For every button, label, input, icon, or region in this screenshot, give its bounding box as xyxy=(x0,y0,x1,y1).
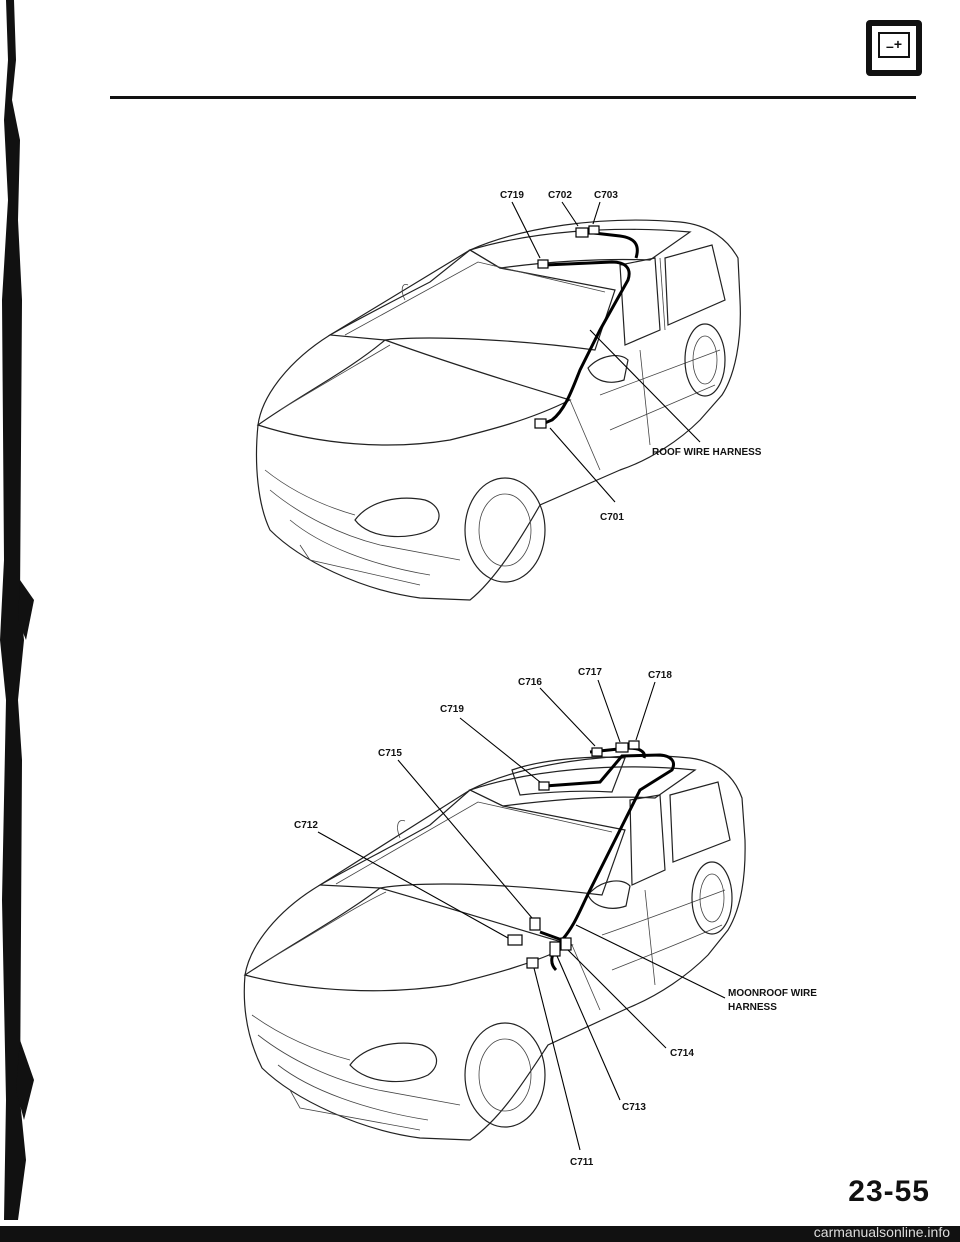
leader-c712 xyxy=(317,831,509,939)
leader-c702 xyxy=(561,201,579,227)
label-c711: C711 xyxy=(570,1157,594,1168)
leader-c718 xyxy=(635,681,656,741)
header-rule xyxy=(110,96,916,99)
label-c701: C701 xyxy=(600,512,624,523)
label-moonroof-harness-line2: HARNESS xyxy=(728,1002,777,1013)
label-c718: C718 xyxy=(648,670,672,681)
roof-wire-harness xyxy=(539,260,631,427)
connector-c703 xyxy=(588,225,600,235)
connector-c717 xyxy=(615,742,629,753)
leader-c714 xyxy=(567,949,667,1049)
connector-c712 xyxy=(507,934,523,946)
battery-plus-icon: + xyxy=(893,36,902,52)
roof-car-illustration xyxy=(255,219,741,601)
label-c703: C703 xyxy=(594,190,618,201)
leader-c701 xyxy=(549,427,616,503)
label-moonroof-harness-line1: MOONROOF WIRE xyxy=(728,988,817,999)
connector-c719-moonroof xyxy=(538,781,550,791)
leader-c717 xyxy=(597,679,621,743)
connector-c701 xyxy=(534,418,547,429)
connector-c711 xyxy=(526,957,539,969)
leader-c719-moonroof xyxy=(459,717,541,783)
leader-c703 xyxy=(592,201,601,225)
leader-roof-harness xyxy=(589,329,701,443)
battery-minus-icon: – xyxy=(886,38,894,54)
battery-icon: – + xyxy=(866,20,922,76)
watermark: carmanualsonline.info xyxy=(813,1224,950,1240)
label-c702: C702 xyxy=(548,190,572,201)
leader-moonroof-harness xyxy=(575,924,726,999)
label-c714: C714 xyxy=(670,1048,694,1059)
connector-c719-roof xyxy=(537,259,549,269)
label-c717: C717 xyxy=(578,667,602,678)
leader-c716 xyxy=(539,687,596,747)
page-number: 23-55 xyxy=(848,1175,930,1208)
label-c719-moonroof: C719 xyxy=(440,704,464,715)
moonroof-opening xyxy=(511,756,626,796)
footer-bar xyxy=(0,1226,960,1242)
label-c719-roof: C719 xyxy=(500,190,524,201)
label-c716: C716 xyxy=(518,677,542,688)
moonroof-car-illustration xyxy=(243,755,746,1141)
connector-c715 xyxy=(529,917,541,931)
connector-c713 xyxy=(549,941,561,957)
label-roof-wire-harness: ROOF WIRE HARNESS xyxy=(652,447,762,458)
leader-c711 xyxy=(533,967,581,1151)
label-c715: C715 xyxy=(378,748,402,759)
binding-edge xyxy=(0,0,34,1220)
leader-c713 xyxy=(556,955,621,1101)
connector-c716 xyxy=(591,747,603,757)
connector-c718 xyxy=(628,740,640,750)
leader-c719-roof xyxy=(511,201,541,259)
label-c712: C712 xyxy=(294,820,318,831)
connector-c714 xyxy=(560,937,572,951)
battery-terminal-box: – + xyxy=(878,32,910,58)
connector-c702 xyxy=(575,227,589,238)
label-c713: C713 xyxy=(622,1102,646,1113)
leader-c715 xyxy=(397,759,533,919)
